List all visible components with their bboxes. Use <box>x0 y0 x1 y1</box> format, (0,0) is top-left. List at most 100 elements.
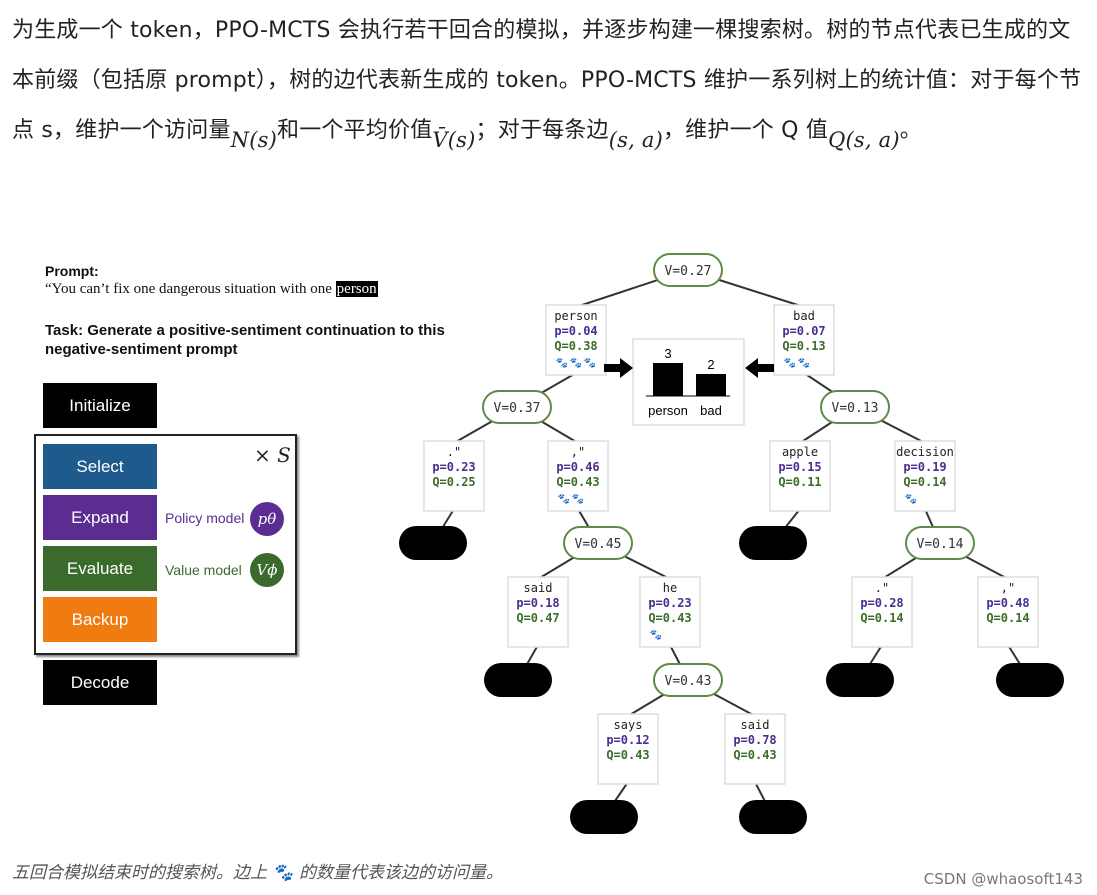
prompt-text: “You can’t fix one dangerous situation w… <box>45 281 332 297</box>
value-label-v4: V=0.14 <box>917 537 964 552</box>
value-label-v3: V=0.45 <box>575 537 622 552</box>
value-label-root: V=0.27 <box>665 264 712 279</box>
paw-icon: 🐾 <box>558 493 570 505</box>
leaf-node-e_comma2 <box>996 663 1064 697</box>
edge-box-e_said <box>507 576 569 648</box>
initialize-block: Initialize <box>43 383 157 428</box>
arrow-right-icon <box>604 358 633 378</box>
edge-p-e_says: p=0.12 <box>606 733 649 747</box>
edge-token-e_comma2: ," <box>1001 581 1015 595</box>
visit-label-bad: bad <box>700 403 722 418</box>
select-block: Select <box>43 444 157 489</box>
edge-box-e_comma <box>547 440 609 512</box>
edge-token-e_bad: bad <box>793 309 815 323</box>
edge-box-e_dq2 <box>851 576 913 648</box>
math-edge: (s, a) <box>608 128 663 152</box>
decode-block: Decode <box>43 660 157 705</box>
paw-icon: 🐾 <box>584 357 596 369</box>
edge-token-e_person: person <box>554 309 597 323</box>
value-label-v2: V=0.13 <box>832 401 879 416</box>
leaf-node-e_apple <box>739 526 807 560</box>
intro-text-3: ；对于每条边 <box>475 118 609 143</box>
prompt-label: Prompt: <box>45 263 99 279</box>
intro-paragraph: 为生成一个 token，PPO-MCTS 会执行若干回合的模拟，并逐步构建一棵搜… <box>12 6 1087 165</box>
leaf-node-e_says <box>570 800 638 834</box>
intro-text-2: 和一个平均价值 <box>277 118 433 143</box>
math-mean-value: V̄(s) <box>432 128 476 152</box>
value-model-icon: Vϕ <box>250 553 284 587</box>
math-visit-count: N(s) <box>230 128 277 152</box>
edge-q-e_comma2: Q=0.14 <box>986 611 1029 625</box>
edge-q-e_bad: Q=0.13 <box>782 339 825 353</box>
edge-box-e_dq <box>423 440 485 512</box>
value-node-v4 <box>905 526 975 560</box>
value-model-label: Value model <box>165 562 242 578</box>
expand-block: Expand <box>43 495 157 540</box>
edge-q-e_comma: Q=0.43 <box>556 475 599 489</box>
edge-box-e_comma2 <box>977 576 1039 648</box>
edge-box-e_says <box>597 713 659 785</box>
edge-p-e_comma2: p=0.48 <box>986 596 1029 610</box>
edge-p-e_said2: p=0.78 <box>733 733 776 747</box>
edge-box-e_said2 <box>724 713 786 785</box>
edge-q-e_person: Q=0.38 <box>554 339 597 353</box>
edge-q-e_dq: Q=0.25 <box>432 475 475 489</box>
paw-icon: 🐾 <box>905 493 917 505</box>
edge-q-e_apple: Q=0.11 <box>778 475 821 489</box>
edge-token-e_said2: said <box>741 718 770 732</box>
visit-value-person: 3 <box>664 346 671 361</box>
leaf-node-e_dq2 <box>826 663 894 697</box>
visit-label-person: person <box>648 403 688 418</box>
math-q-value: Q(s, a) <box>828 128 900 152</box>
edge-p-e_said: p=0.18 <box>516 596 559 610</box>
edge-token-e_says: says <box>614 718 643 732</box>
paw-icon: 🐾 <box>572 493 584 505</box>
edge-q-e_said: Q=0.47 <box>516 611 559 625</box>
edge-token-e_said: said <box>524 581 553 595</box>
paw-icon: 🐾 <box>556 357 568 369</box>
paw-icon: 🐾 <box>570 357 582 369</box>
edge-token-e_he: he <box>663 581 677 595</box>
edge-box-e_apple <box>769 440 831 512</box>
edge-token-e_dq: ." <box>447 445 461 459</box>
edge-token-e_apple: apple <box>782 445 818 459</box>
arrow-left-icon <box>745 358 774 378</box>
value-node-v5 <box>653 663 723 697</box>
paw-icon: 🐾 <box>798 357 810 369</box>
value-label-v5: V=0.43 <box>665 674 712 689</box>
visit-value-bad: 2 <box>707 357 714 372</box>
intro-text-4: ，维护一个 Q 值 <box>662 118 829 143</box>
visit-bar-bad <box>696 374 726 396</box>
edge-q-e_says: Q=0.43 <box>606 748 649 762</box>
prompt-block: Prompt: “You can’t fix one dangerous sit… <box>45 262 485 298</box>
intro-text-1: 为生成一个 token，PPO-MCTS 会执行若干回合的模拟，并逐步构建一棵搜… <box>12 18 1082 143</box>
policy-model-icon: pθ <box>250 502 284 536</box>
leaf-node-e_dq <box>399 526 467 560</box>
paw-icon: 🐾 <box>784 357 796 369</box>
edge-token-e_dq2: ." <box>875 581 889 595</box>
visit-bar-person <box>653 363 683 396</box>
leaf-node-e_said2 <box>739 800 807 834</box>
edge-q-e_decision: Q=0.14 <box>903 475 946 489</box>
edge-p-e_he: p=0.23 <box>648 596 691 610</box>
intro-text-5: 。 <box>899 118 922 143</box>
edge-box-e_bad <box>773 304 835 376</box>
evaluate-block: Evaluate <box>43 546 157 591</box>
edge-token-e_comma: ," <box>571 445 585 459</box>
prompt-highlight: person <box>335 281 378 297</box>
credit-watermark: CSDN @whaosoft143 <box>923 870 1083 888</box>
value-node-v3 <box>563 526 633 560</box>
repeat-s-label: × S <box>254 443 291 467</box>
edge-q-e_dq2: Q=0.14 <box>860 611 903 625</box>
edge-p-e_bad: p=0.07 <box>782 324 825 338</box>
value-label-v1: V=0.37 <box>494 401 541 416</box>
leaf-node-e_said <box>484 663 552 697</box>
edge-q-e_said2: Q=0.43 <box>733 748 776 762</box>
figure-caption: 五回合模拟结束时的搜索树。边上 🐾 的数量代表该边的访问量。 <box>12 863 503 883</box>
paw-icon: 🐾 <box>650 629 662 641</box>
policy-model-label: Policy model <box>165 510 245 526</box>
edge-p-e_apple: p=0.15 <box>778 460 821 474</box>
edge-p-e_dq2: p=0.28 <box>860 596 903 610</box>
edge-q-e_he: Q=0.43 <box>648 611 691 625</box>
